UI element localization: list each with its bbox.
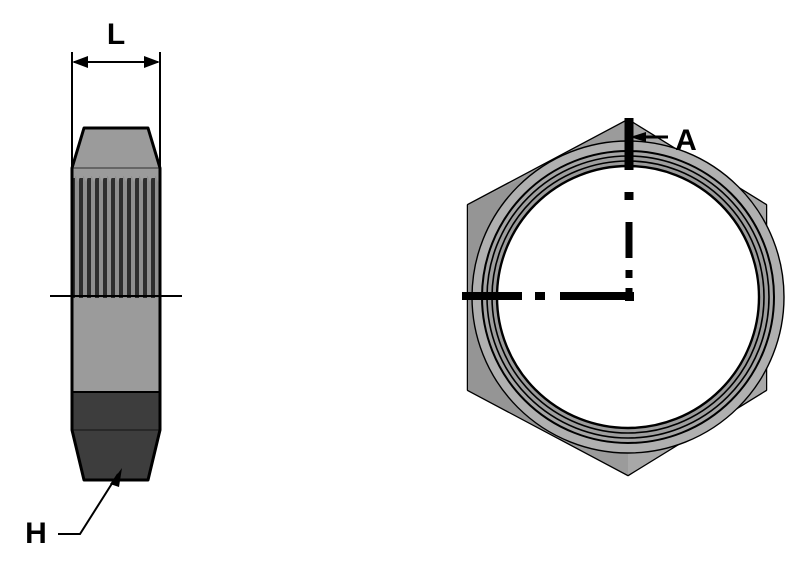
arrowhead-left-icon bbox=[72, 56, 88, 68]
dimension-label-l: L bbox=[107, 18, 125, 51]
side-view-outline bbox=[70, 126, 162, 482]
dimension-h: H bbox=[25, 468, 122, 550]
thread-stripes bbox=[75, 176, 159, 298]
dimension-l: L bbox=[71, 18, 161, 175]
dimension-label-h: H bbox=[25, 517, 47, 550]
thread-band bbox=[72, 168, 160, 298]
dimension-a: A bbox=[630, 124, 697, 157]
end-plan-view bbox=[462, 118, 785, 477]
thread-crest-profile bbox=[72, 168, 160, 182]
arrowhead-a-icon bbox=[630, 132, 646, 142]
arrowhead-right-icon bbox=[144, 56, 160, 68]
dimension-label-a: A bbox=[675, 124, 697, 157]
side-elevation-view bbox=[50, 126, 182, 482]
leader-line-h bbox=[58, 473, 119, 535]
side-view-dark-band bbox=[72, 392, 160, 480]
leader-arrowhead-icon bbox=[110, 468, 122, 487]
centerline-corner bbox=[625, 292, 634, 301]
